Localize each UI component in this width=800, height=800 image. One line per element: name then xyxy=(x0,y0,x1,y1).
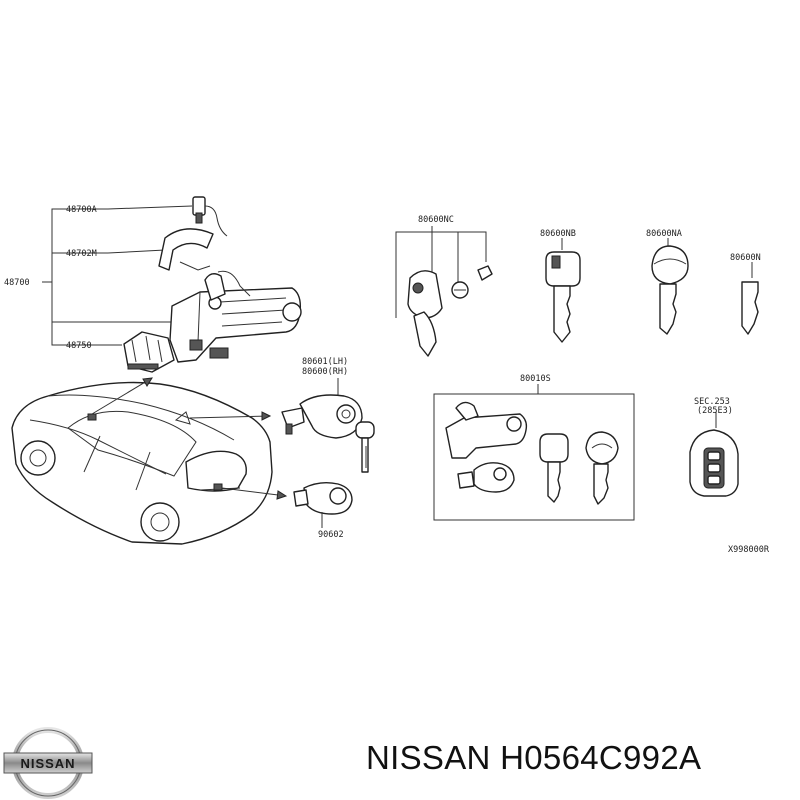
part-48750 xyxy=(123,331,175,373)
part-48700A xyxy=(192,196,228,237)
label-90602: 90602 xyxy=(318,530,344,540)
part-number-caption: NISSAN H0564C992A xyxy=(366,739,702,776)
kit-box-80010S xyxy=(433,384,635,521)
label-diagram-code: X998000R xyxy=(728,545,770,555)
label-80601: 80601(LH) xyxy=(302,357,348,367)
label-48702M: 48702M xyxy=(66,249,97,259)
label-80600NC: 80600NC xyxy=(418,215,454,225)
label-48750: 48750 xyxy=(66,341,92,351)
key-set-top xyxy=(395,226,759,357)
label-285E3: (285E3) xyxy=(697,406,733,416)
label-80010S: 80010S xyxy=(520,374,551,384)
door-lock-group xyxy=(281,378,375,528)
nissan-logo: NISSAN xyxy=(3,727,93,799)
label-80600NA: 80600NA xyxy=(646,229,682,239)
label-80600N: 80600N xyxy=(730,253,761,263)
label-80600rh: 80600(RH) xyxy=(302,367,348,377)
label-80600NB: 80600NB xyxy=(540,229,576,239)
logo-wordmark: NISSAN xyxy=(20,756,75,771)
label-48700A: 48700A xyxy=(66,205,97,215)
part-48702M xyxy=(158,228,214,271)
ignition-group xyxy=(42,196,302,373)
car-illustration xyxy=(11,377,288,545)
label-sec253: SEC.253 xyxy=(694,397,730,407)
smart-fob xyxy=(689,412,739,497)
label-48700: 48700 xyxy=(4,278,30,288)
part-48700-body xyxy=(169,270,302,363)
